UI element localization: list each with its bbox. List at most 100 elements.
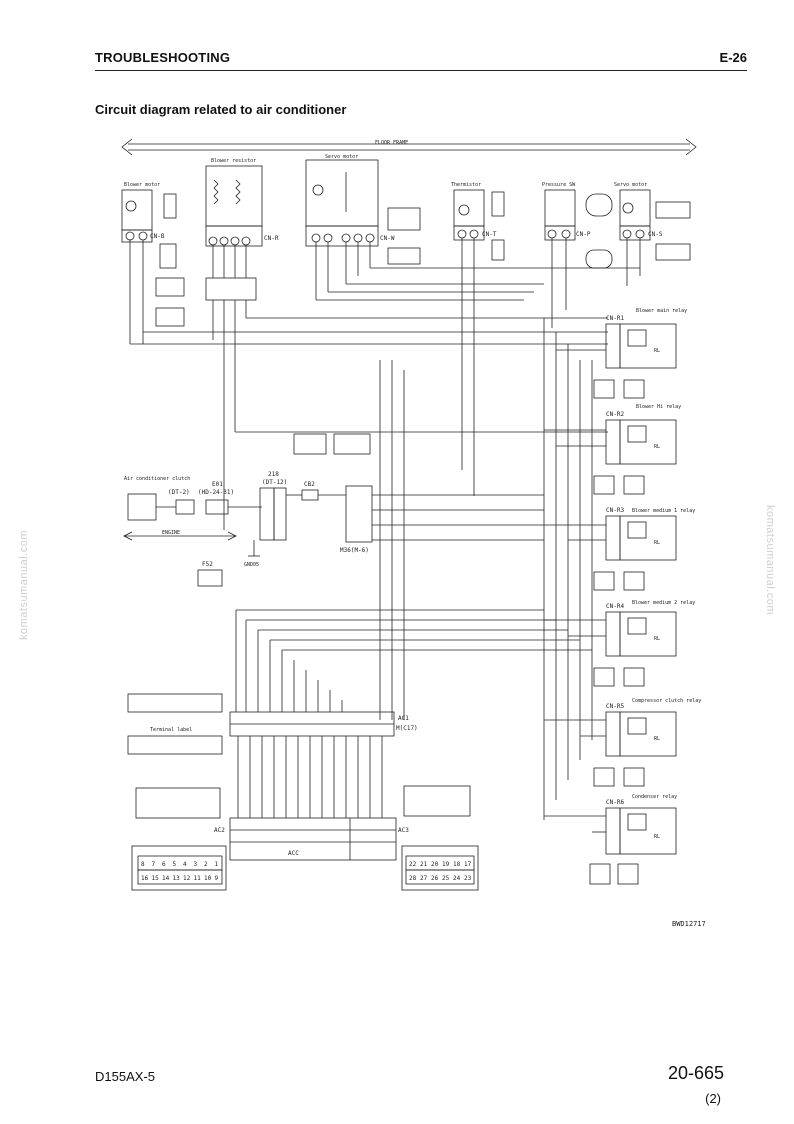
relay-2-rl: RL bbox=[654, 444, 660, 450]
pin-label: 12 bbox=[183, 875, 191, 882]
pin-label: 22 bbox=[409, 861, 417, 868]
lower-wiring bbox=[237, 736, 383, 818]
pressure-sw-label: Pressure SW bbox=[542, 182, 576, 188]
servo-motor-1: Servo motor CN-W bbox=[305, 154, 421, 265]
relay-1-label: Blower main relay bbox=[636, 308, 687, 314]
pin-label: 5 bbox=[173, 861, 177, 868]
pin-label: 14 bbox=[162, 875, 170, 882]
relay-5: CN-R5 Compressor clutch relay RL bbox=[593, 698, 701, 787]
ac2-pinout bbox=[131, 845, 227, 891]
m36-label: M36(M-6) bbox=[340, 547, 369, 554]
cb2-label: CB2 bbox=[304, 481, 315, 488]
pressure-switch: Pressure SW CN-P bbox=[542, 182, 613, 269]
relay-4-label: Blower medium 2 relay bbox=[632, 600, 695, 606]
ac2-label: AC2 bbox=[214, 827, 225, 834]
blower-resistor: Blower resistor CN-R bbox=[205, 158, 279, 247]
relay-3-rl: RL bbox=[654, 540, 660, 546]
footer-model: D155AX-5 bbox=[95, 1069, 155, 1084]
gnd-label: GND05 bbox=[244, 562, 259, 568]
floor-frame-arrow: FLOOR FRAME bbox=[121, 138, 697, 156]
pin-label: 25 bbox=[442, 875, 450, 882]
ac1-sub-label: M(C17) bbox=[396, 725, 418, 732]
dt12-label: (DT-12) bbox=[262, 479, 287, 486]
pin-label: 13 bbox=[173, 875, 181, 882]
j218-label: 218 bbox=[268, 471, 279, 478]
pin-label: 19 bbox=[442, 861, 450, 868]
pin-label: 20 bbox=[431, 861, 439, 868]
relay-6-label: Condenser relay bbox=[632, 794, 677, 800]
section-code: E-26 bbox=[719, 50, 747, 65]
pin-label: 28 bbox=[409, 875, 417, 882]
relay-2: CN-R2 Blower Hi relay RL bbox=[593, 404, 681, 495]
relay-6-rl: RL bbox=[654, 834, 660, 840]
ac-clutch-label: Air conditioner clutch bbox=[124, 476, 190, 482]
cn-r2-label: CN-R2 bbox=[606, 411, 624, 418]
servo-motor-1-label: Servo motor bbox=[325, 154, 358, 160]
page-title: Circuit diagram related to air condition… bbox=[95, 102, 347, 117]
pin-label: 16 bbox=[141, 875, 149, 882]
pin-label: 23 bbox=[464, 875, 472, 882]
pin-label: 7 bbox=[152, 861, 156, 868]
thermistor: Thermistor CN-T bbox=[451, 182, 505, 261]
floor-frame-label: FLOOR FRAME bbox=[375, 140, 408, 146]
relay-3: CN-R3 Blower medium 1 relay RL bbox=[593, 507, 695, 591]
ac3-pinout bbox=[401, 845, 479, 891]
pin-label: 18 bbox=[453, 861, 461, 868]
blower-resistor-label: Blower resistor bbox=[211, 158, 256, 164]
ac1-label: AC1 bbox=[398, 715, 409, 722]
footer-page: 20-665 bbox=[667, 1063, 724, 1083]
pin-label: 21 bbox=[420, 861, 428, 868]
terminal-label: Terminal label bbox=[150, 727, 192, 733]
relay-4: CN-R4 Blower medium 2 relay RL bbox=[593, 600, 695, 687]
dt2-label: (DT-2) bbox=[168, 489, 190, 496]
connector-small-2 bbox=[155, 307, 185, 327]
pin-label: 9 bbox=[215, 875, 219, 882]
relay-2-label: Blower Hi relay bbox=[636, 404, 681, 410]
e01-label: E01 bbox=[212, 481, 223, 488]
acc-label: ACC bbox=[288, 850, 299, 857]
connector-small-1 bbox=[155, 277, 185, 297]
relay-1: CN-R1 Blower main relay RL bbox=[593, 308, 687, 399]
relay-5-label: Compressor clutch relay bbox=[632, 698, 701, 704]
ac1-connector: AC1 M(C17) Terminal label bbox=[127, 693, 418, 755]
pin-label: 2 bbox=[204, 861, 208, 868]
pin-label: 11 bbox=[194, 875, 202, 882]
clutch-circuit: Air conditioner clutch (DT-2) (HD-24-31)… bbox=[123, 433, 544, 587]
section-title: TROUBLESHOOTING bbox=[95, 50, 231, 65]
servo-motor-2: Servo motor CN-S bbox=[614, 182, 691, 261]
pin-label: 17 bbox=[464, 861, 472, 868]
pin-label: 1 bbox=[215, 861, 219, 868]
blower-motor: Blower motor CN-B bbox=[121, 182, 177, 269]
right-bus bbox=[543, 318, 593, 820]
hd2431-label: (HD-24-31) bbox=[198, 489, 234, 496]
cn-s-label: CN-S bbox=[648, 231, 663, 238]
page-header: TROUBLESHOOTING E-26 bbox=[95, 50, 747, 71]
pin-label: 6 bbox=[162, 861, 166, 868]
cn-t-label: CN-T bbox=[482, 231, 497, 238]
ac2-ac3-block: ACC AC2 AC3 bbox=[135, 785, 471, 861]
relay-6: CN-R6 Condenser relay RL bbox=[589, 794, 677, 885]
cn-r4-label: CN-R4 bbox=[606, 603, 624, 610]
cn-w-label: CN-W bbox=[380, 235, 395, 242]
cn-b-label: CN-B bbox=[150, 233, 165, 240]
f52-label: F52 bbox=[202, 561, 213, 568]
reference-code: BWD12717 bbox=[672, 920, 706, 928]
servo-motor-2-label: Servo motor bbox=[614, 182, 647, 188]
upper-wiring bbox=[129, 238, 641, 720]
relay-1-rl: RL bbox=[654, 348, 660, 354]
cn-r1-label: CN-R1 bbox=[606, 315, 624, 322]
relay-5-rl: RL bbox=[654, 736, 660, 742]
pin-label: 24 bbox=[453, 875, 461, 882]
ac3-label: AC3 bbox=[398, 827, 409, 834]
relay-3-label: Blower medium 1 relay bbox=[632, 508, 695, 514]
thermistor-label: Thermistor bbox=[451, 182, 481, 188]
blower-motor-label: Blower motor bbox=[124, 182, 160, 188]
ac1-wiring bbox=[235, 609, 592, 712]
pin-label: 27 bbox=[420, 875, 428, 882]
cn-r3-label: CN-R3 bbox=[606, 507, 624, 514]
engine-label: ENGINE bbox=[162, 530, 180, 536]
pin-label: 4 bbox=[183, 861, 187, 868]
cn-r6-label: CN-R6 bbox=[606, 799, 624, 806]
